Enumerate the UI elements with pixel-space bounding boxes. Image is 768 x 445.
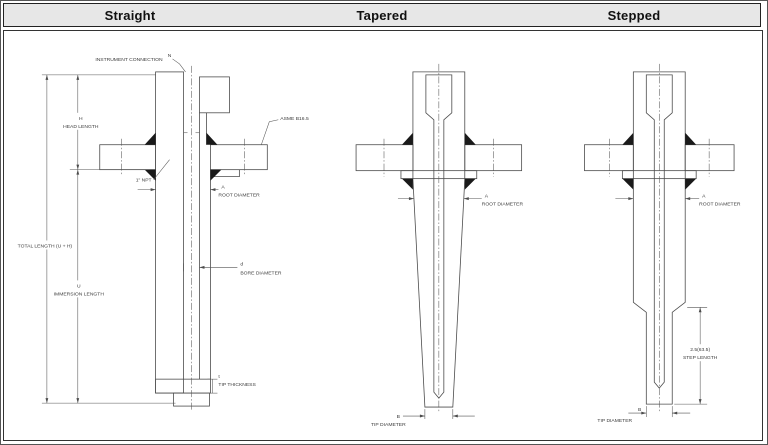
straight-flange-left	[99, 144, 156, 171]
tapered-flange-left	[355, 144, 414, 172]
weld-fillet	[622, 132, 634, 145]
drawing-tapered: A ROOT DIAMETER B TIP DIAMETER	[355, 63, 524, 428]
label-root-diameter-symbol: A	[485, 194, 489, 200]
label-root-diameter: ROOT DIAMETER	[699, 202, 741, 208]
stepped-flange-left	[584, 144, 634, 172]
label-tip-diameter: TIP DIAMETER	[371, 422, 406, 428]
label-head-length: HEAD LENGTH	[63, 124, 99, 130]
straight-tip-section	[155, 378, 211, 394]
label-tip-diameter: TIP DIAMETER	[597, 418, 632, 424]
weld-fillet	[622, 178, 634, 190]
label-total-length: TOTAL LENGTH (U + H)	[18, 243, 73, 249]
straight-connection-head	[199, 76, 230, 114]
straight-stem-section	[155, 71, 184, 394]
label-tip-diameter-symbol: B	[638, 407, 642, 413]
label-bore-diameter: BORE DIAMETER	[240, 270, 282, 276]
drawing-stepped: A ROOT DIAMETER 2.5(63.5) STEP LENGTH B …	[584, 63, 741, 424]
weld-fillet	[210, 169, 222, 181]
label-root-diameter-symbol: A	[702, 194, 706, 200]
stepped-bore	[645, 74, 673, 389]
straight-flange-right	[210, 144, 268, 171]
label-step-length: STEP LENGTH	[683, 355, 718, 361]
label-tip-thickness-symbol: t	[218, 374, 220, 380]
label-root-diameter: ROOT DIAMETER	[218, 193, 260, 199]
drawing-area: N INSTRUMENT CONNECTION H HEAD LENGTH AS…	[3, 30, 763, 441]
weld-fillet	[685, 178, 697, 190]
label-immersion-length-symbol: U	[77, 283, 81, 289]
label-root-diameter-symbol: A	[221, 185, 225, 191]
column-header-stepped: Stepped	[607, 7, 661, 23]
label-tip-diameter-symbol: B	[397, 414, 401, 420]
weld-fillet	[401, 178, 413, 190]
label-instrument-connection: INSTRUMENT CONNECTION	[95, 57, 163, 63]
label-step-length-value: 2.5(63.5)	[690, 347, 710, 353]
stepped-flange-right	[684, 144, 735, 172]
tapered-bore	[425, 74, 453, 399]
label-bore-diameter-symbol: d	[240, 261, 243, 267]
weld-fillet	[685, 132, 697, 145]
weld-fillet	[144, 132, 156, 145]
label-tip-thickness: TIP THICKNESS	[218, 382, 256, 388]
label-flange-spec: ASME B16.5	[280, 116, 309, 122]
weld-fillet	[464, 178, 476, 190]
weld-fillet	[401, 132, 413, 145]
weld-fillet	[464, 132, 476, 145]
label-instrument-connection-symbol: N	[168, 53, 172, 59]
drawing-straight: N INSTRUMENT CONNECTION H HEAD LENGTH AS…	[14, 53, 309, 412]
thermowell-drawings: N INSTRUMENT CONNECTION H HEAD LENGTH AS…	[14, 53, 741, 428]
label-root-diameter: ROOT DIAMETER	[482, 202, 524, 208]
weld-fillet	[144, 169, 156, 181]
weld-fillet	[206, 132, 218, 145]
tapered-flange-right	[464, 144, 523, 172]
column-header-tapered: Tapered	[356, 7, 408, 23]
label-head-length-symbol: H	[79, 116, 83, 122]
label-immersion-length: IMMERSION LENGTH	[54, 291, 105, 297]
table-header: Straight Tapered Stepped	[3, 3, 761, 27]
label-process-connection: 1" NPT	[136, 178, 152, 184]
column-header-straight: Straight	[104, 7, 156, 23]
